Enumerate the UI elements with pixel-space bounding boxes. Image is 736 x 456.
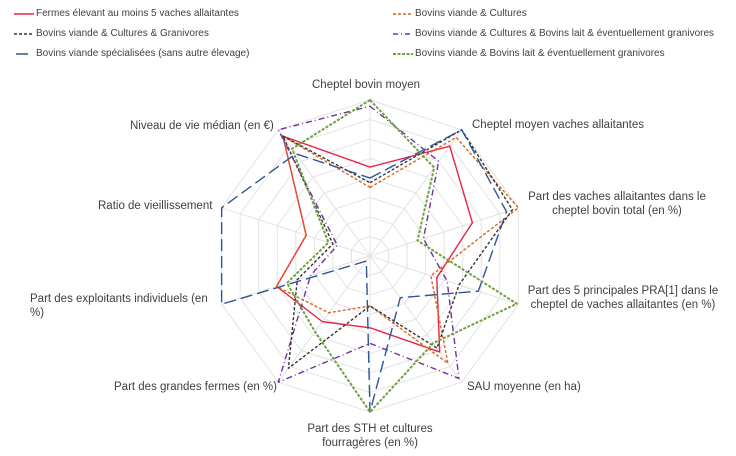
legend-label: Bovins viande & Cultures bbox=[415, 8, 527, 19]
series-line-1 bbox=[275, 135, 520, 364]
series-line-2 bbox=[282, 129, 514, 370]
legend-swatch-1 bbox=[393, 12, 413, 15]
legend-item-3: Bovins viande & Cultures & Bovins lait &… bbox=[393, 28, 714, 39]
legend-item-1: Bovins viande & Cultures bbox=[393, 8, 527, 19]
axis-spoke bbox=[369, 207, 519, 257]
axis-label-1: Cheptel moyen vaches allaitantes bbox=[472, 119, 644, 131]
legend-swatch-5 bbox=[393, 52, 413, 55]
axis-spoke bbox=[369, 255, 519, 305]
legend-item-5: Bovins viande & Bovins lait & éventuelle… bbox=[393, 48, 665, 59]
axis-label-6: Part des grandes fermes (en %) bbox=[114, 381, 277, 393]
axis-label-0: Cheptel bovin moyen bbox=[312, 79, 421, 91]
axis-spoke bbox=[277, 255, 371, 383]
axis-spoke bbox=[369, 129, 463, 257]
legend-item-2: Bovins viande & Cultures & Granivores bbox=[14, 28, 209, 39]
axis-spoke bbox=[369, 255, 463, 383]
legend-swatch-2 bbox=[14, 32, 34, 35]
legend-swatch-3 bbox=[393, 32, 413, 35]
axis-label-7: Part des exploitants individuels (en %) bbox=[30, 293, 208, 319]
legend-item-0: Fermes élevant au moins 5 vaches allaita… bbox=[14, 8, 239, 19]
legend-label: Bovins viande & Bovins lait & éventuelle… bbox=[415, 48, 665, 59]
legend-swatch-0 bbox=[14, 12, 34, 15]
legend-label: Bovins viande spécialisées (sans autre é… bbox=[36, 48, 250, 59]
axis-label-9: Niveau de vie médian (en €) bbox=[130, 120, 274, 132]
axis-label-3: Part des 5 principales PRA[1] dans le ch… bbox=[527, 285, 719, 311]
series-line-3 bbox=[277, 105, 460, 383]
legend-label: Bovins viande & Cultures & Bovins lait &… bbox=[415, 28, 715, 39]
axis-label-2: Part des vaches allaitantes dans le chep… bbox=[528, 191, 706, 217]
legend-swatch-4 bbox=[16, 52, 28, 55]
axis-label-8: Ratio de vieillissement bbox=[98, 200, 213, 212]
axis-label-5: Part des STH et cultures fourragères (en… bbox=[307, 423, 433, 449]
legend-item-4: Bovins viande spécialisées (sans autre é… bbox=[14, 48, 249, 59]
axis-label-4: SAU moyenne (en ha) bbox=[467, 381, 581, 393]
series-line-0 bbox=[275, 135, 474, 353]
axis-spoke bbox=[221, 207, 371, 257]
legend-label: Bovins viande & Cultures & Granivores bbox=[36, 28, 209, 39]
legend-label: Fermes élevant au moins 5 vaches allaita… bbox=[36, 8, 239, 19]
series-line-5 bbox=[285, 99, 518, 413]
series-line-4 bbox=[220, 129, 508, 413]
